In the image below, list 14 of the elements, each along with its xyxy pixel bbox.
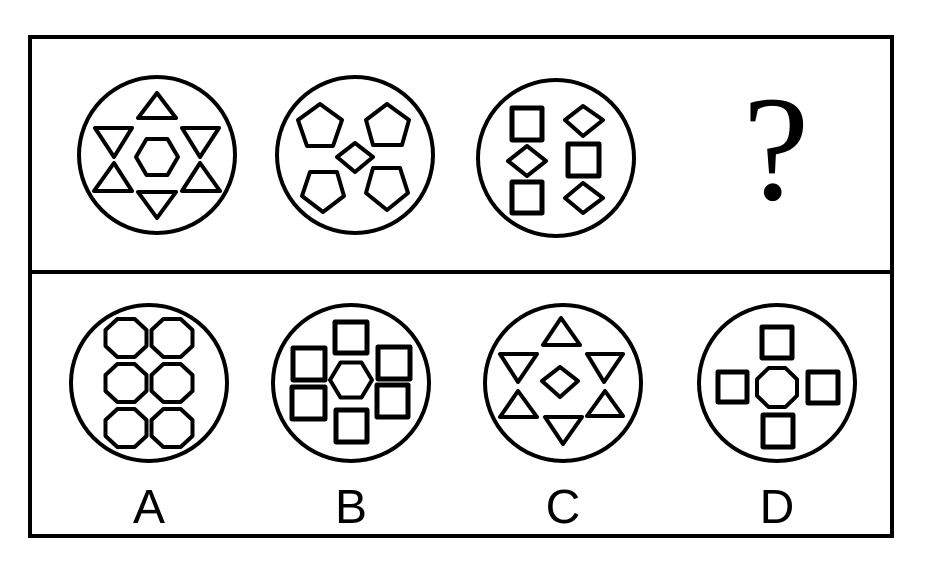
question-panel: [28, 35, 894, 274]
option-letter: C: [546, 484, 580, 532]
option-circle: [483, 303, 643, 463]
option-letter: A: [133, 484, 165, 532]
sequence-circle: [77, 75, 237, 235]
sequence-circle: [275, 75, 435, 235]
option-letter: B: [335, 484, 367, 532]
question-mark: ?: [742, 74, 810, 224]
option-circle: [697, 303, 857, 463]
option-circle: [271, 303, 431, 463]
answer-options-panel: [28, 274, 894, 538]
sequence-circle: [476, 78, 636, 238]
option-circle: [69, 303, 229, 463]
option-letter: D: [760, 484, 794, 532]
